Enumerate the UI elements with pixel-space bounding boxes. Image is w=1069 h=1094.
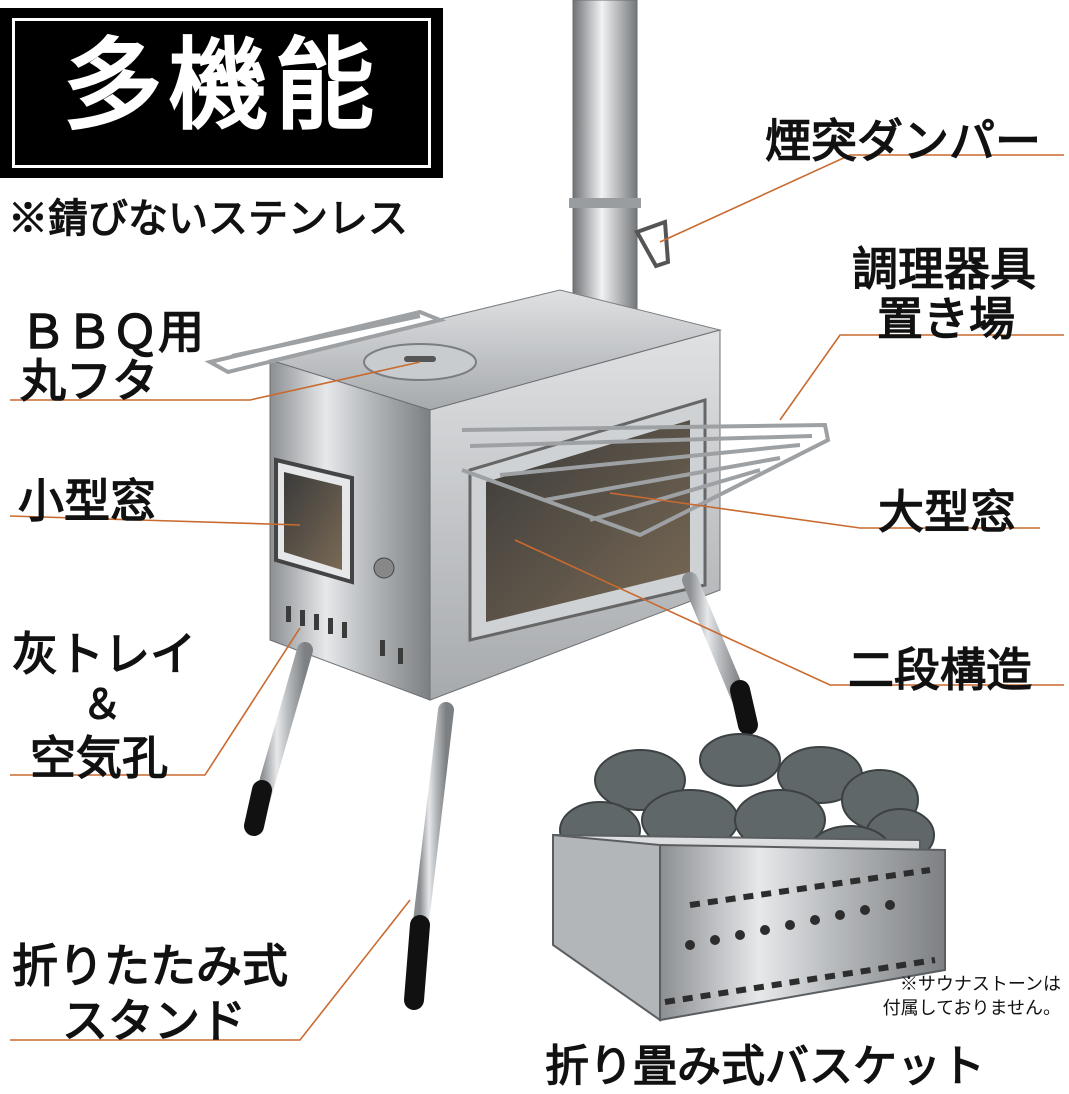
note-line1: ※サウナストーンは (899, 974, 1061, 995)
damper-handle (634, 219, 671, 269)
badge-frame (12, 18, 431, 168)
headline-text: 多機能 (62, 26, 381, 144)
subheadline: ※錆びないステンレス (8, 195, 408, 242)
label-ash-tray-line1: 灰トレイ (12, 627, 196, 681)
label-cookware-rack-line1: 調理器具 (852, 242, 1036, 296)
label-folding-stand-line2: スタンド (62, 994, 246, 1048)
label-two-tier: 二段構造 (848, 643, 1032, 697)
label-folding-stand-line1: 折りたたみ式 (12, 939, 288, 993)
label-ash-tray-line2: ＆ (82, 681, 122, 728)
label-bbq-lid-line2: 丸フタ (20, 354, 158, 408)
label-folding-basket: 折り畳み式バスケット (545, 1041, 985, 1092)
label-chimney-damper: 煙突ダンパー (765, 114, 1041, 168)
cookware-rack (461, 422, 831, 538)
sauna-basket (552, 733, 946, 1022)
label-bbq-lid-line1: ＢＢＱ用 (20, 305, 204, 359)
label-ash-tray-line3: 空気孔 (30, 731, 168, 785)
sauna-stones (559, 733, 935, 875)
left-rack (204, 309, 447, 375)
leader-lines (9, 154, 1064, 1041)
label-small-window: 小型窓 (18, 474, 156, 528)
stones-not-included-note: ※サウナストーンは 付属しておりません。 (883, 973, 1061, 1021)
note-line2: 付属しておりません。 (882, 998, 1061, 1019)
air-holes (286, 606, 403, 664)
folding-legs (244, 572, 758, 1010)
label-cookware-rack-line2: 置き場 (877, 292, 1015, 346)
label-large-window: 大型窓 (878, 485, 1016, 539)
chimney-pipe (572, 0, 638, 319)
headline-badge: 多機能 (0, 8, 443, 178)
